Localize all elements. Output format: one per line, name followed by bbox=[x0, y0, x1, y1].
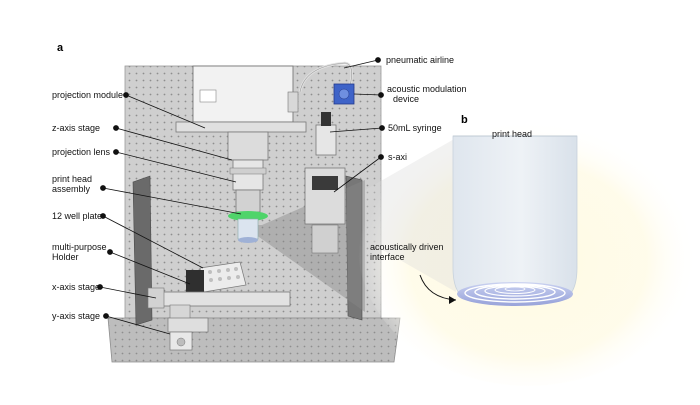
print-head-body bbox=[452, 135, 578, 303]
label-interface-line1: acoustically driven bbox=[370, 242, 444, 252]
projection-lens bbox=[232, 159, 264, 191]
label-s-axi: s-axi bbox=[388, 152, 408, 162]
label-y-axis-stage: y-axis stage bbox=[52, 311, 101, 321]
panel-label-b: b bbox=[461, 114, 468, 126]
print-head-assembly bbox=[237, 218, 259, 240]
label-print-head: print head bbox=[492, 129, 533, 139]
apparatus bbox=[107, 61, 401, 363]
right-support bbox=[345, 175, 363, 321]
y-axis-stage bbox=[167, 317, 209, 333]
print-head-detail bbox=[358, 106, 698, 386]
label-pneumatic-airline: pneumatic airline bbox=[386, 55, 455, 65]
label-projection-lens: projection lens bbox=[52, 147, 111, 157]
label-projection-module: projection module bbox=[52, 90, 124, 100]
panel-label-a: a bbox=[57, 42, 64, 54]
label-holder-line1: multi-purpose bbox=[52, 242, 107, 252]
label-print-head-assembly-line1: print head bbox=[52, 174, 93, 184]
label-print-head-assembly-line2: assembly bbox=[52, 184, 91, 194]
leaders-right bbox=[329, 57, 385, 193]
x-axis-stage bbox=[149, 291, 291, 307]
leaders-left bbox=[97, 92, 242, 335]
acoustic-ripples bbox=[457, 282, 573, 306]
label-acoustic-device-line1: acoustic modulation bbox=[387, 84, 467, 94]
label-x-axis-stage: x-axis stage bbox=[52, 282, 101, 292]
syringe bbox=[315, 124, 337, 156]
label-well-plate: 12 well plate bbox=[52, 211, 103, 221]
label-holder-line2: Holder bbox=[52, 252, 79, 262]
label-interface-line2: interface bbox=[370, 252, 405, 262]
zoom-connector bbox=[365, 138, 456, 292]
label-z-axis-stage: z-axis stage bbox=[52, 123, 101, 133]
left-support bbox=[132, 175, 153, 326]
z-axis-stage bbox=[227, 131, 269, 161]
label-syringe: 50mL syringe bbox=[388, 123, 442, 133]
label-acoustic-device-line2: device bbox=[393, 94, 420, 104]
